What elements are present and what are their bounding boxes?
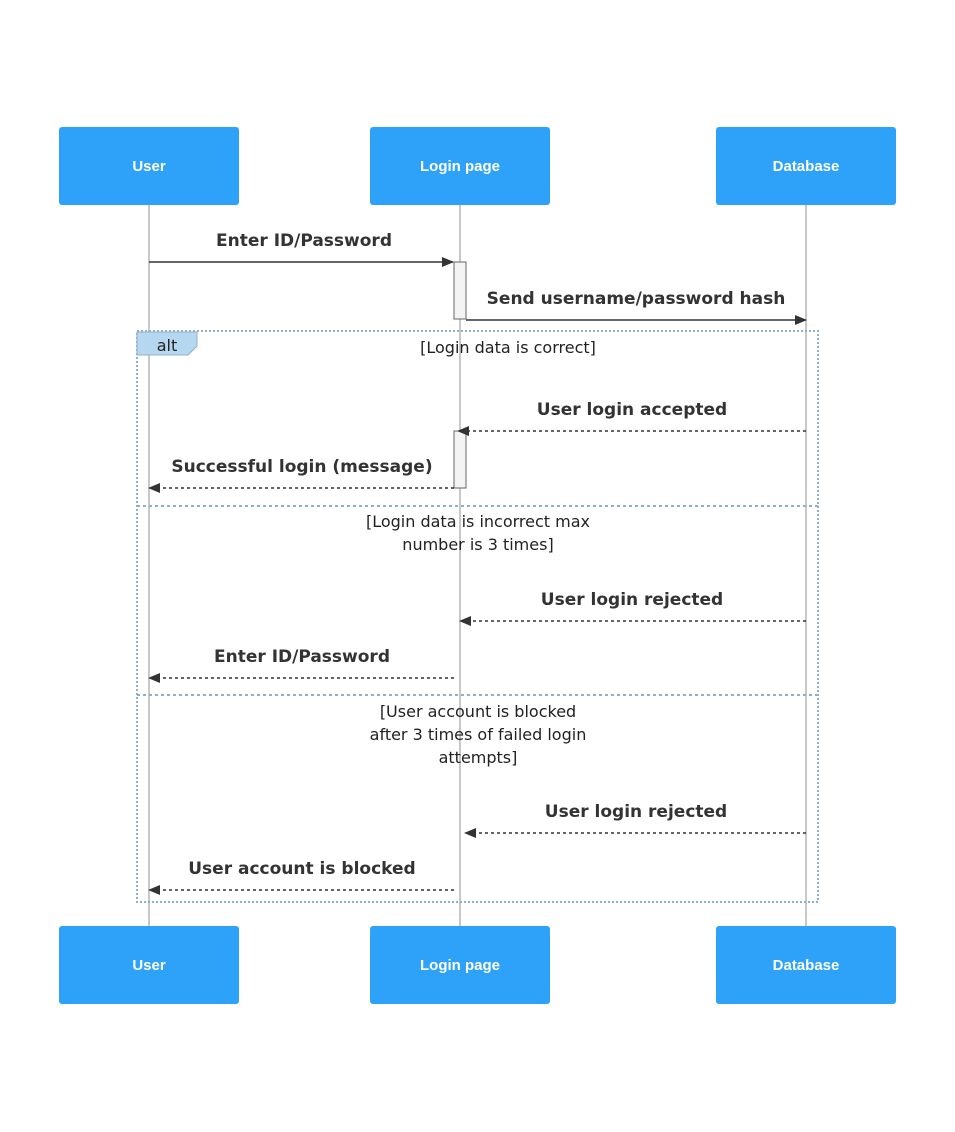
- message-label-4: Successful login (message): [171, 457, 432, 477]
- message-label-3: User login accepted: [537, 400, 727, 420]
- guard-operand-1-line-1: [Login data is correct]: [420, 338, 596, 357]
- alt-operator: alt: [157, 336, 178, 355]
- guard-operand-3-line-3: attempts]: [439, 748, 518, 767]
- activation-login-1: [453, 261, 467, 320]
- actor-database-top: Database: [716, 127, 896, 205]
- message-label-6: Enter ID/Password: [214, 647, 390, 667]
- message-label-1: Enter ID/Password: [216, 231, 392, 251]
- alt-fragment-frame: [136, 330, 819, 903]
- actor-database-bottom: Database: [716, 926, 896, 1004]
- message-label-2: Send username/password hash: [487, 289, 786, 309]
- guard-operand-2-line-1: [Login data is incorrect max: [366, 512, 590, 531]
- message-label-5: User login rejected: [541, 590, 723, 610]
- message-label-7: User login rejected: [545, 802, 727, 822]
- actor-login-page-top: Login page: [370, 127, 550, 205]
- guard-operand-2-line-2: number is 3 times]: [402, 535, 553, 554]
- alt-tag: [136, 331, 198, 356]
- activation-login-2: [453, 430, 467, 489]
- guard-operand-3-line-2: after 3 times of failed login: [370, 725, 587, 744]
- message-label-8: User account is blocked: [188, 859, 415, 879]
- actor-user-top: User: [59, 127, 239, 205]
- guard-operand-3-line-1: [User account is blocked: [380, 702, 576, 721]
- actor-login-page-bottom: Login page: [370, 926, 550, 1004]
- actor-user-bottom: User: [59, 926, 239, 1004]
